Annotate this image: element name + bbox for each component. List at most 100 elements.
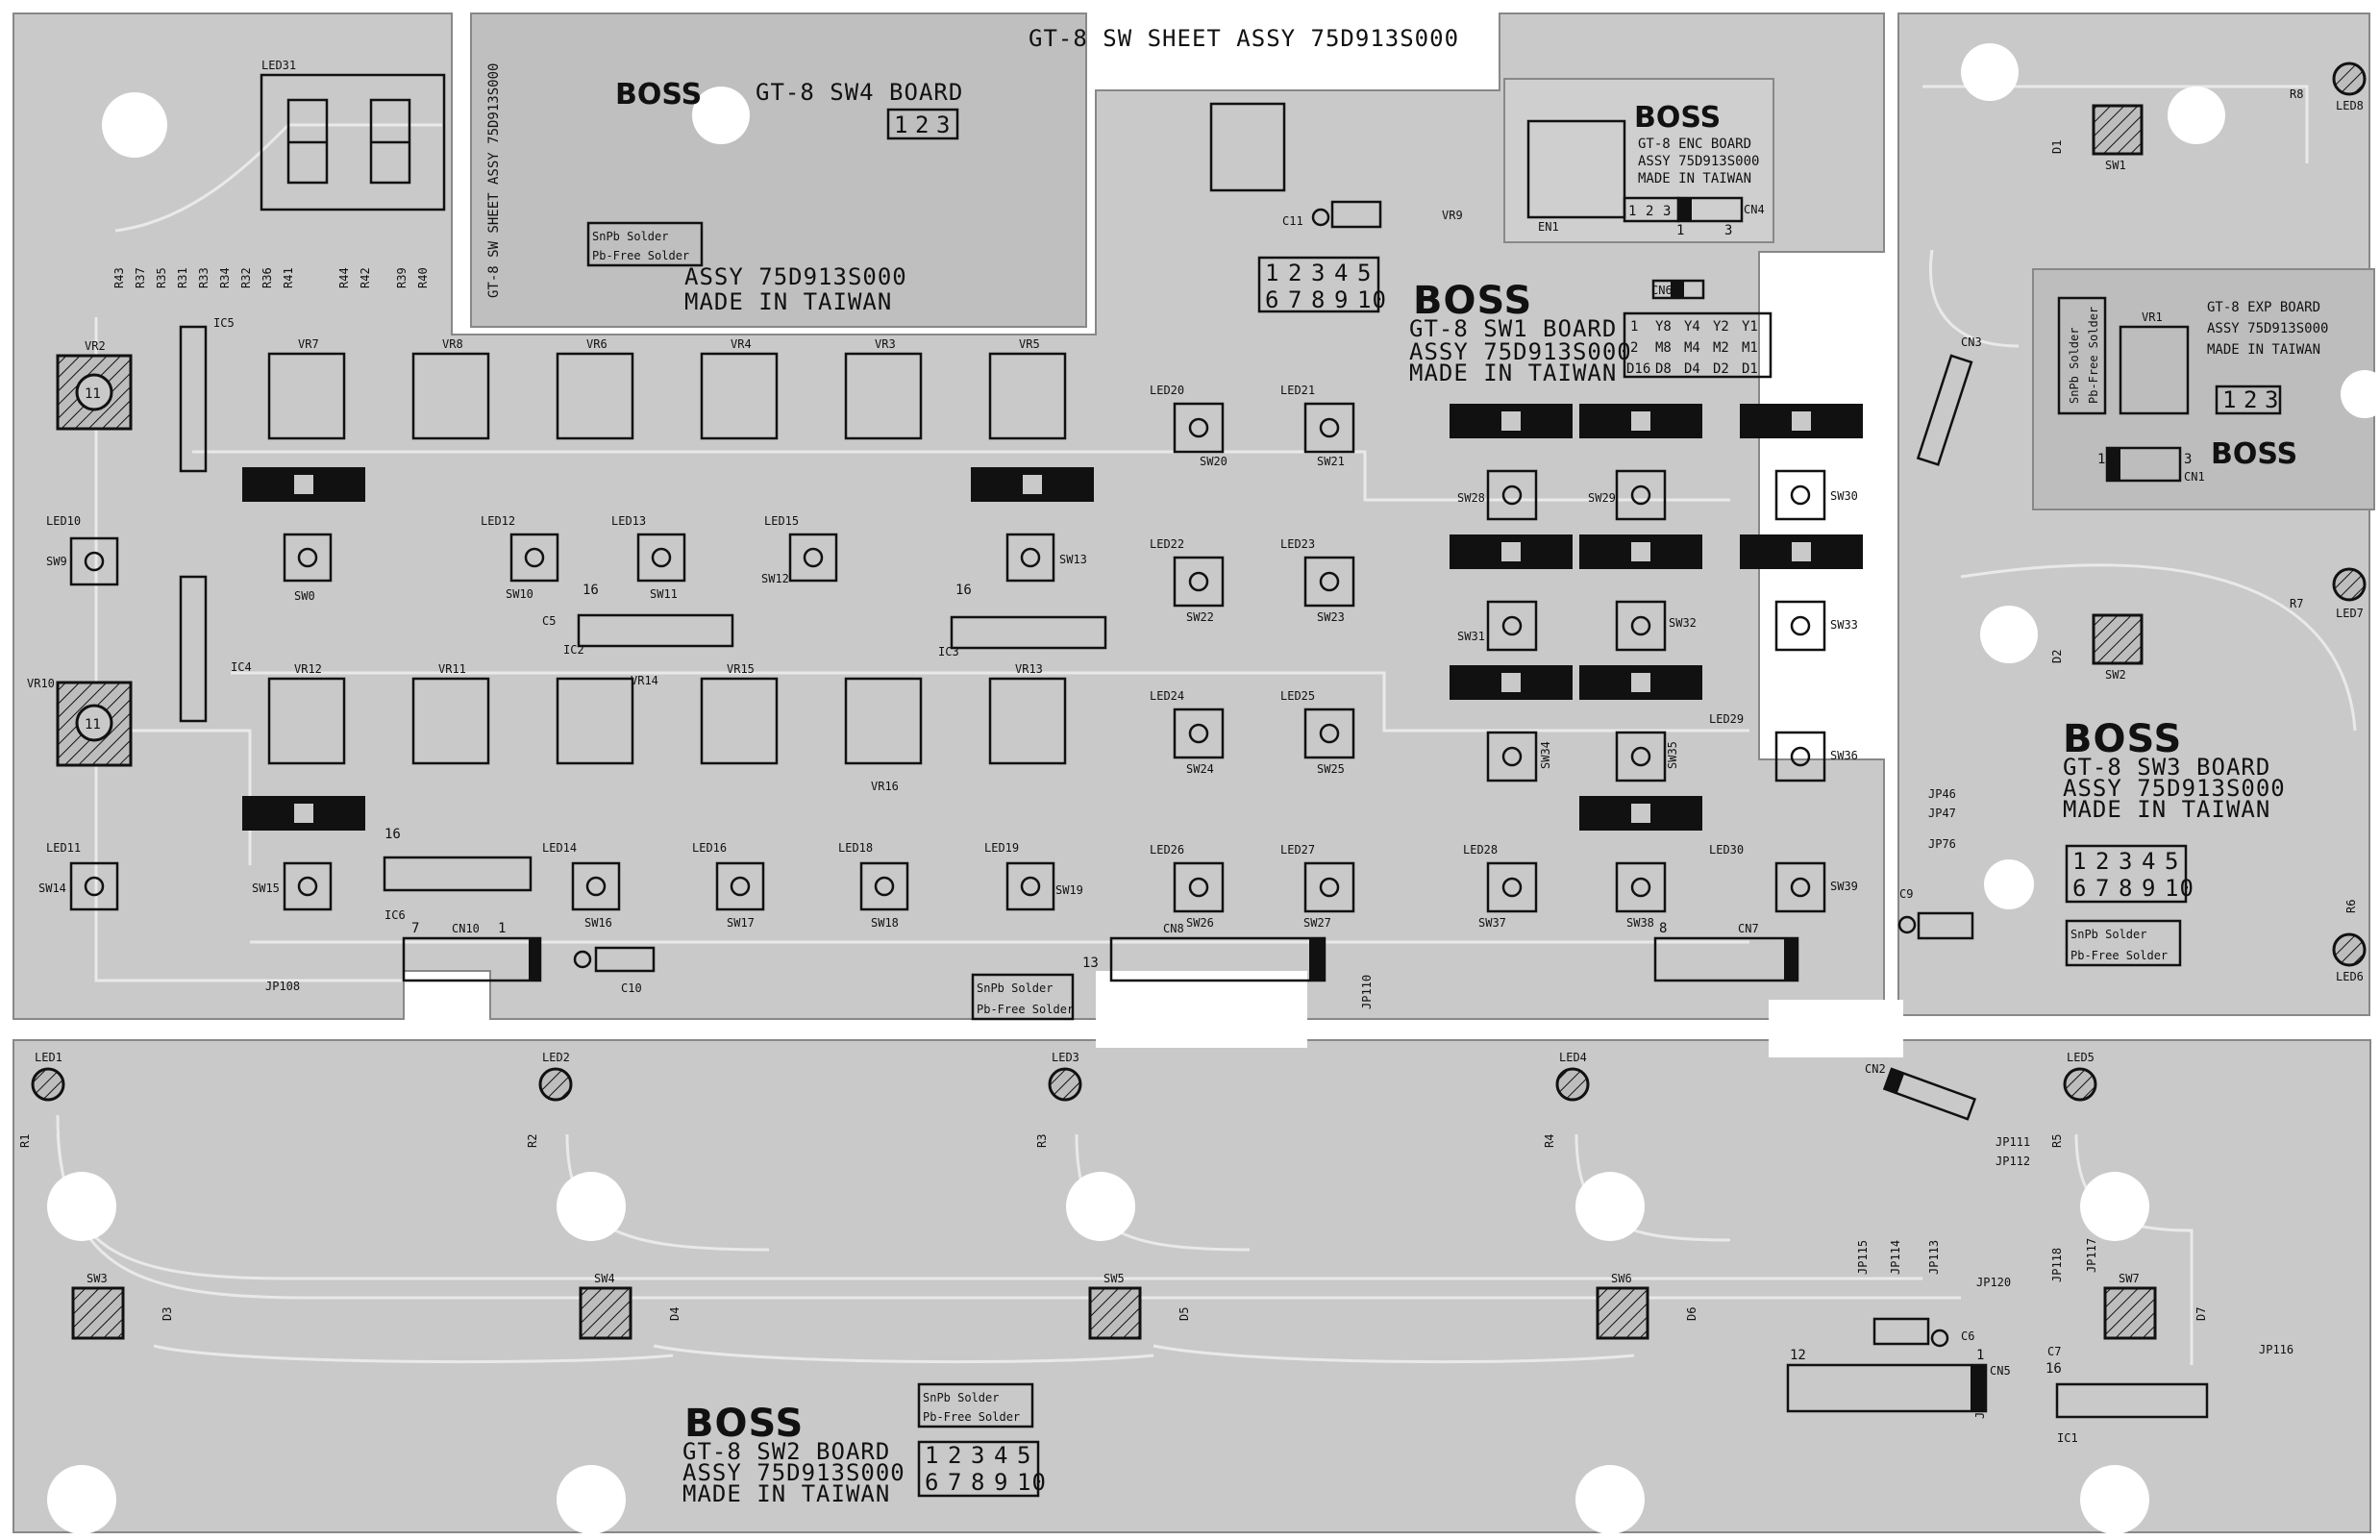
bottom-jumpers: JP111 JP112 JP115 JP114 JP113 JP120 JP11… [265,975,2293,1419]
pcb-shape [1501,615,1523,636]
pcb-shape [1922,85,2309,163]
component-label: SW34 [1539,741,1552,769]
component-label: 5 [1357,260,1372,286]
component-label: LED3 [1052,1051,1079,1064]
component-label: 1 [894,112,908,138]
component-label: M4 [1684,340,1700,356]
component-label: M2 [1713,340,1729,356]
component-label: 1 [2222,386,2237,413]
pcb-shape [577,613,734,648]
pcb-shape [2055,1382,2209,1419]
pcb-shape [179,325,208,473]
component-label: C5 [542,614,556,628]
pcb-shape [1631,411,1650,431]
component-label: MADE IN TAIWAN [2207,342,2320,358]
component-label: SW15 [252,882,280,895]
pcb-shape [1980,606,2038,663]
pcb-shape [1526,119,1626,219]
component-label: R4 [1543,1134,1556,1148]
component-label: 3 [936,112,951,138]
pcb-shape [556,677,634,765]
component-label: SW22 [1186,610,1214,624]
pcb-shape [700,352,779,440]
component-label: 6 [1265,286,1279,313]
component-label: D16 [1626,361,1650,377]
component-label: BOSS [2211,437,2297,471]
component-label: SW11 [650,587,678,601]
pcb-shape [1615,731,1667,782]
component-label: 5 [2165,848,2179,875]
pcb-shape [730,876,751,897]
component-label: Y8 [1655,319,1672,335]
component-label: SW20 [1200,455,1227,468]
component-label: SW33 [1830,618,1858,632]
component-label: JP115 [1856,1240,1870,1275]
component-label: 7 [411,921,419,936]
component-label: Pb-Free Solder [2087,307,2100,404]
component-label: D8 [1655,361,1672,377]
pcb-shape [700,677,779,765]
component-label: ASSY 75D913S000 [682,1459,905,1486]
component-label: R6 [2344,900,2358,913]
component-label: SW25 [1317,762,1345,776]
sw4-panel [470,12,1087,328]
pcb-shape [294,804,313,823]
component-label: GT-8 SW1 BOARD [1409,315,1617,342]
vr10-pot: 11 VR10 [27,677,133,767]
component-label: SW1 [2105,159,2126,172]
pcb-shape [1005,533,1055,583]
component-label: 16 [955,583,972,598]
exp-panel [2032,268,2375,510]
pcb-shape [917,1382,1034,1428]
component-label: 16 [2045,1361,2062,1377]
component-label: SW23 [1317,610,1345,624]
component-label: 7 [948,1469,962,1496]
component-label: SW29 [1588,491,1616,505]
pcb-shape [557,1465,626,1534]
component-label: D7 [2194,1307,2208,1321]
pcb-shape [1678,198,1692,221]
pcb-shape [1501,877,1523,898]
pcb-shape [1575,1172,1645,1241]
component-label: 9 [2142,875,2156,902]
sheet-title: GT-8 SW SHEET ASSY 75D913S000 [1029,25,1459,52]
component-label: IC2 [563,643,584,657]
component-label: 2 [1646,204,1653,219]
component-label: BOSS [1413,279,1532,323]
component-label: SW7 [2119,1272,2140,1285]
pcb-shape [1501,411,1521,431]
pcb-shape [1188,417,1209,438]
pcb-shape [1501,484,1523,506]
pcb-shape [557,1172,626,1241]
vertical-sheet-title: GT-8 SW SHEET ASSY 75D913S000 [486,63,502,298]
pcb-shape [874,876,895,897]
pcb-shape [411,677,490,765]
component-label: D4 [1684,361,1700,377]
component-label: D3 [161,1307,174,1321]
pcb-shape [571,861,621,911]
pcb-shape [114,123,442,233]
component-label: VR4 [731,337,752,351]
pcb-shape [2057,296,2107,415]
component-label: CN2 [1865,1062,1886,1076]
center-number-grid: 1 2 3 4 5 6 7 8 9 10 [1257,256,1386,313]
component-label: 5 [1017,1442,1031,1469]
component-label: GT-8 ENC BOARD [1638,137,1751,152]
component-label: 1 [2072,848,2087,875]
pcb-shape [1005,861,1055,911]
component-label: SW9 [46,555,67,568]
component-label: R42 [359,267,372,288]
pcb-shape [1961,43,2019,101]
component-label: 1 [2097,452,2105,467]
pcb-shape [1774,469,1826,521]
component-label: 3 [1311,260,1326,286]
pcb-shape [1486,600,1538,652]
pcb-shape [1501,746,1523,767]
pcb-shape [692,87,750,144]
component-label: CN5 [1990,1364,2011,1378]
component-label: LED5 [2067,1051,2095,1064]
component-label: BOSS [684,1402,804,1446]
component-label: VR6 [586,337,607,351]
component-label: C9 [1899,887,1913,901]
